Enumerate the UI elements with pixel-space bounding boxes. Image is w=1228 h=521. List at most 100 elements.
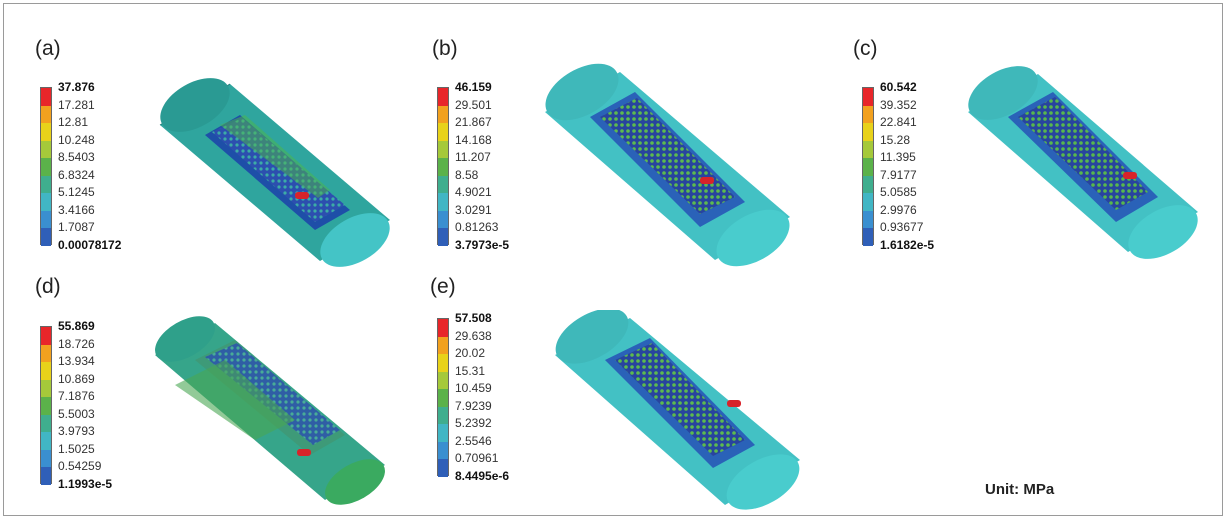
legend-color-segment bbox=[438, 228, 448, 246]
panel-d-cylinder-model bbox=[155, 316, 385, 505]
legend-value: 55.869 bbox=[58, 319, 95, 333]
panel-d-label: (d) bbox=[35, 275, 61, 298]
legend-color-segment bbox=[41, 140, 51, 158]
legend-color-segment bbox=[41, 88, 51, 106]
legend-value: 7.9239 bbox=[455, 398, 492, 413]
legend-value: 1.5025 bbox=[58, 441, 95, 456]
legend-color-segment bbox=[863, 123, 873, 141]
legend-value: 5.1245 bbox=[58, 185, 95, 199]
legend-value: 15.31 bbox=[455, 363, 486, 378]
legend-value: 8.5403 bbox=[58, 150, 95, 164]
legend-value: 0.00078172 bbox=[58, 237, 122, 252]
legend-value: 29.501 bbox=[455, 97, 492, 112]
legend-color-segment bbox=[41, 397, 51, 415]
legend-value: 39.352 bbox=[880, 97, 917, 112]
unit-label: Unit: MPa bbox=[985, 481, 1055, 498]
legend-color-segment bbox=[41, 379, 51, 397]
legend-value: 7.9177 bbox=[880, 167, 917, 182]
panel-c-cylinder-model bbox=[968, 66, 1198, 259]
legend-value: 10.248 bbox=[58, 132, 95, 147]
legend-color-bar bbox=[862, 87, 874, 246]
panel-a-label: (a) bbox=[35, 37, 61, 60]
legend-value: 21.867 bbox=[455, 115, 492, 129]
legend-color-segment bbox=[41, 193, 51, 211]
legend-color-segment bbox=[41, 449, 51, 467]
legend-color-bar bbox=[40, 87, 52, 246]
panel-b-cylinder-model bbox=[545, 63, 790, 267]
legend-color-segment bbox=[863, 175, 873, 193]
panel-e-cylinder-model bbox=[555, 310, 800, 510]
legend-value: 18.726 bbox=[58, 336, 95, 351]
legend-value: 60.542 bbox=[880, 80, 917, 94]
legend-value: 5.2392 bbox=[455, 416, 492, 430]
legend-value: 12.81 bbox=[58, 115, 89, 129]
legend-color-segment bbox=[41, 228, 51, 246]
legend-color-segment bbox=[438, 459, 448, 477]
legend-color-segment bbox=[438, 193, 448, 211]
legend-color-segment bbox=[863, 228, 873, 246]
legend-value: 3.0291 bbox=[455, 202, 492, 217]
legend-value: 14.168 bbox=[455, 132, 492, 147]
legend-value: 13.934 bbox=[58, 354, 95, 368]
legend-color-segment bbox=[863, 158, 873, 176]
legend-color-segment bbox=[863, 193, 873, 211]
legend-color-segment bbox=[438, 105, 448, 123]
legend-color-segment bbox=[41, 327, 51, 345]
legend-value: 46.159 bbox=[455, 80, 492, 94]
legend-value: 7.1876 bbox=[58, 389, 95, 403]
legend-color-segment bbox=[41, 123, 51, 141]
legend-value: 22.841 bbox=[880, 115, 917, 129]
legend-color-segment bbox=[438, 123, 448, 141]
panel-a-cylinder-model bbox=[159, 78, 390, 267]
legend-color-segment bbox=[438, 175, 448, 193]
legend-value: 8.58 bbox=[455, 167, 479, 182]
legend-value: 1.6182e-5 bbox=[880, 237, 935, 252]
legend-value: 0.70961 bbox=[455, 451, 499, 465]
legend-color-segment bbox=[438, 88, 448, 106]
legend-value: 2.5546 bbox=[455, 433, 492, 448]
legend-value: 57.508 bbox=[455, 311, 492, 325]
legend-color-segment bbox=[863, 140, 873, 158]
legend-color-segment bbox=[438, 406, 448, 424]
legend-color-segment bbox=[41, 175, 51, 193]
legend-color-segment bbox=[863, 88, 873, 106]
legend-value: 17.281 bbox=[58, 97, 95, 112]
legend-color-segment bbox=[438, 389, 448, 407]
legend-value: 29.638 bbox=[455, 328, 492, 343]
legend-color-segment bbox=[863, 210, 873, 228]
legend-color-segment bbox=[438, 371, 448, 389]
legend-value: 3.9793 bbox=[58, 424, 95, 438]
legend-value: 10.459 bbox=[455, 381, 492, 395]
legend-color-segment bbox=[438, 319, 448, 337]
legend-color-segment bbox=[438, 354, 448, 372]
legend-value: 5.5003 bbox=[58, 406, 95, 421]
legend-color-segment bbox=[438, 140, 448, 158]
legend-color-segment bbox=[438, 336, 448, 354]
legend-value: 4.9021 bbox=[455, 185, 492, 199]
legend-color-segment bbox=[438, 424, 448, 442]
legend-color-segment bbox=[41, 432, 51, 450]
legend-value: 3.7973e-5 bbox=[455, 237, 510, 252]
legend-color-segment bbox=[41, 414, 51, 432]
legend-value: 10.869 bbox=[58, 371, 95, 386]
legend-value: 3.4166 bbox=[58, 202, 95, 217]
legend-value: 0.81263 bbox=[455, 220, 499, 234]
legend-value: 11.395 bbox=[880, 150, 916, 164]
legend-color-bar bbox=[437, 318, 449, 477]
legend-value: 0.54259 bbox=[58, 459, 102, 473]
legend-color-segment bbox=[41, 158, 51, 176]
legend-color-segment bbox=[41, 210, 51, 228]
legend-color-bar bbox=[437, 87, 449, 246]
legend-value: 6.8324 bbox=[58, 167, 95, 182]
panel-e-label: (e) bbox=[430, 275, 456, 298]
legend-color-segment bbox=[438, 441, 448, 459]
legend-color-segment bbox=[438, 210, 448, 228]
legend-color-segment bbox=[41, 344, 51, 362]
panel-b-label: (b) bbox=[432, 37, 458, 60]
legend-value: 11.207 bbox=[455, 150, 491, 164]
legend-value: 37.876 bbox=[58, 80, 95, 94]
legend-value: 2.9976 bbox=[880, 202, 917, 217]
figure-frame bbox=[3, 3, 1223, 516]
legend-value: 5.0585 bbox=[880, 185, 917, 199]
legend-value: 20.02 bbox=[455, 346, 486, 360]
